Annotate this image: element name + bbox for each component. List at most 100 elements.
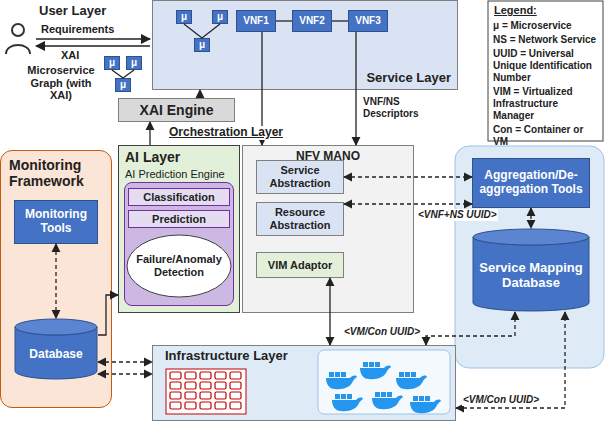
server-unit bbox=[185, 392, 196, 399]
microservice-box: μ bbox=[115, 78, 131, 92]
vnf-box: VNF1 bbox=[236, 10, 276, 32]
dashed-connector bbox=[344, 176, 472, 177]
microservice-box: μ bbox=[194, 38, 210, 52]
connector bbox=[123, 70, 134, 78]
node-text: Resource Abstraction bbox=[260, 206, 340, 231]
detection-ellipse: Failure/Anomaly Detection bbox=[126, 234, 232, 298]
dashed-connector bbox=[98, 361, 152, 362]
node-text: μ bbox=[109, 57, 115, 69]
node-heading: Monitoring Framework bbox=[9, 157, 107, 189]
node-label: μ bbox=[116, 79, 130, 91]
vim-adaptor-box: VIM Adaptor bbox=[256, 252, 344, 278]
connector bbox=[149, 122, 150, 145]
node-text: VIM Adaptor bbox=[268, 259, 332, 272]
legend-entry: NS = Network Service bbox=[493, 34, 601, 46]
node-text: Service Abstraction bbox=[260, 164, 340, 189]
node-text: μ bbox=[181, 11, 187, 23]
node-label: Database bbox=[14, 318, 98, 380]
dashed-connector bbox=[98, 373, 152, 374]
container-icon bbox=[332, 394, 363, 411]
node-text: AI Prediction Engine bbox=[125, 168, 235, 181]
node-label: μ bbox=[127, 57, 141, 69]
node-label: Service Abstraction bbox=[257, 161, 343, 193]
vnf-box: VNF3 bbox=[348, 10, 388, 32]
connector bbox=[184, 24, 202, 38]
node-heading: AI LayerAI Prediction Engine bbox=[125, 149, 235, 181]
container-icon bbox=[326, 372, 357, 389]
server-unit bbox=[185, 402, 196, 409]
server-unit bbox=[215, 402, 226, 409]
server-units bbox=[170, 372, 241, 409]
microservice-box: μ bbox=[104, 56, 120, 70]
server-unit bbox=[230, 392, 241, 399]
node-heading: NFV MANO bbox=[243, 150, 413, 164]
server-unit bbox=[230, 382, 241, 389]
abstraction-box: Resource Abstraction bbox=[256, 202, 344, 236]
aggregation-box: Aggregation/De-aggregation Tools bbox=[472, 158, 590, 208]
node-heading: Service Layer bbox=[366, 71, 451, 86]
nfv-mano-box: NFV MANOService AbstractionResource Abst… bbox=[242, 145, 414, 313]
server-unit bbox=[170, 402, 181, 409]
server-rack bbox=[166, 369, 246, 414]
monitoring-tools-box: Monitoring Tools bbox=[14, 200, 98, 244]
connector bbox=[202, 24, 220, 38]
node-label: VNF1 bbox=[237, 11, 275, 31]
node-label: Monitoring Tools bbox=[15, 201, 97, 243]
node-label: VIM Adaptor bbox=[257, 253, 343, 277]
connector bbox=[112, 70, 123, 78]
user-icon bbox=[6, 24, 30, 54]
legend-entry: VIM = Virtualized Infrastructure Manager bbox=[493, 86, 601, 122]
node-text: Failure/Anomaly Detection bbox=[136, 253, 222, 278]
node-label: Resource Abstraction bbox=[257, 203, 343, 235]
node-text: μ bbox=[199, 39, 205, 51]
node-label: XAI Engine bbox=[119, 99, 234, 121]
dashed-connector bbox=[456, 312, 565, 408]
legend-entry: Con = Container or VM bbox=[493, 124, 601, 148]
node-text: VNF3 bbox=[355, 15, 381, 27]
node-text: μ bbox=[131, 57, 137, 69]
connector bbox=[98, 295, 118, 335]
server-unit bbox=[200, 402, 211, 409]
dashed-connector bbox=[426, 312, 515, 345]
classification-box: Classification bbox=[128, 188, 230, 206]
legend-box bbox=[488, 1, 603, 141]
node-text: Aggregation/De-aggregation Tools bbox=[476, 169, 586, 197]
node-label: μ bbox=[177, 11, 191, 23]
node-text: Monitoring Framework bbox=[9, 157, 107, 189]
dashed-connector bbox=[344, 203, 472, 204]
graph-label: Microservice Graph (with XAI) bbox=[18, 64, 104, 102]
node-heading: Infrastructure Layer bbox=[165, 349, 288, 364]
server-unit bbox=[200, 372, 211, 379]
legend-title: Legend: bbox=[493, 4, 538, 17]
connector bbox=[199, 90, 200, 98]
legend-entry: UUID = Universal Unique Identification N… bbox=[493, 48, 601, 84]
node-text: VNF2 bbox=[299, 15, 325, 27]
node-label: VNF3 bbox=[349, 11, 387, 31]
node-text: Database bbox=[29, 348, 82, 362]
server-unit bbox=[170, 392, 181, 399]
node-label: VNF2 bbox=[293, 11, 331, 31]
abstraction-box: Service Abstraction bbox=[256, 160, 344, 194]
node-text: μ bbox=[217, 11, 223, 23]
node-text: μ bbox=[120, 79, 126, 91]
node-text: Monitoring Tools bbox=[18, 208, 94, 236]
server-unit bbox=[200, 392, 211, 399]
xai-arrow bbox=[36, 45, 150, 47]
legend-entry: μ = Microservice bbox=[493, 20, 601, 32]
container-icons bbox=[326, 362, 441, 413]
server-unit bbox=[185, 382, 196, 389]
server-unit bbox=[170, 382, 181, 389]
database-cylinder: Database bbox=[14, 318, 98, 380]
connector bbox=[276, 20, 292, 21]
node-label: Prediction bbox=[129, 211, 229, 227]
server-unit bbox=[230, 372, 241, 379]
node-text: VNF1 bbox=[243, 15, 269, 27]
dashed-connector bbox=[55, 244, 56, 318]
database-cylinder: Service Mapping Database bbox=[472, 228, 590, 312]
container-panel bbox=[318, 350, 450, 414]
dashed-connector bbox=[530, 208, 531, 228]
layer-label: Orchestration Layer bbox=[168, 126, 284, 140]
microservice-box: μ bbox=[212, 10, 228, 24]
ai-layer-box: AI LayerAI Prediction EngineClassificati… bbox=[118, 145, 240, 313]
arrow-label: XAI bbox=[60, 49, 80, 62]
